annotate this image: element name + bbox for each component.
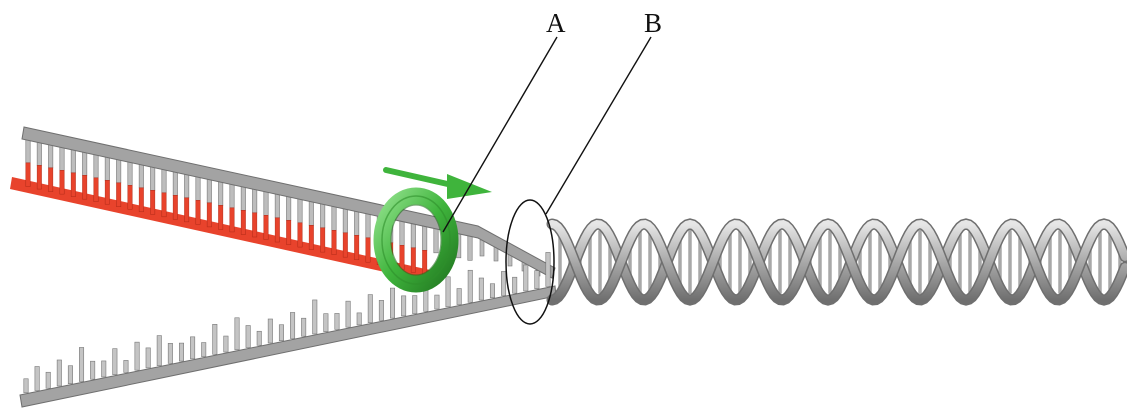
label-b: B	[644, 8, 662, 38]
new-strand-rung	[230, 208, 234, 232]
lower-rung	[35, 367, 39, 391]
lower-strand-rungs	[24, 252, 550, 392]
lower-rung	[435, 295, 439, 309]
lower-rung	[468, 270, 472, 302]
lower-rung	[324, 314, 328, 332]
lower-rung	[401, 296, 405, 316]
lower-rung	[179, 343, 183, 361]
lower-rung	[257, 331, 261, 345]
lower-rung	[535, 271, 539, 289]
label-a-leader	[443, 37, 557, 232]
lower-rung	[457, 289, 461, 305]
new-strand-rung	[48, 168, 52, 192]
lower-strand-backbone	[20, 286, 556, 407]
new-strand-rung	[71, 173, 75, 197]
lower-rung	[224, 336, 228, 352]
lower-rung	[390, 288, 394, 318]
new-strand-rung	[60, 170, 64, 194]
lower-rung	[135, 342, 139, 370]
new-strand-rung	[422, 250, 426, 274]
template-rung	[480, 240, 484, 256]
lower-rung	[124, 360, 128, 372]
new-strand-rung	[37, 165, 41, 189]
new-strand-rung	[128, 185, 132, 209]
lower-rung	[24, 379, 28, 393]
lower-rung	[79, 347, 83, 381]
lower-rung	[68, 366, 72, 384]
new-strand-rung	[264, 215, 268, 239]
lower-rung	[524, 265, 528, 291]
lower-rung	[90, 361, 94, 379]
new-strand-rung	[162, 193, 166, 217]
lower-rung	[46, 372, 50, 388]
new-strand-rung	[343, 233, 347, 257]
lower-rung	[479, 278, 483, 300]
lower-rung	[268, 319, 272, 343]
new-strand-rung	[184, 198, 188, 222]
lower-rung	[246, 326, 250, 348]
lower-rung	[168, 343, 172, 363]
new-strand-rung	[26, 163, 30, 187]
lower-rung	[190, 337, 194, 359]
new-strand-rung	[400, 245, 404, 269]
new-strand-rung	[309, 225, 313, 249]
lower-rung	[157, 336, 161, 366]
lower-rung	[490, 284, 494, 298]
new-strand-rung	[286, 220, 290, 244]
lower-rung	[202, 343, 206, 357]
new-strand-rung	[207, 203, 211, 227]
label-b-leader	[546, 37, 651, 214]
lower-rung	[235, 318, 239, 350]
lower-rung	[313, 300, 317, 334]
new-strand-rung	[275, 218, 279, 242]
lower-rung	[379, 300, 383, 320]
new-strand-rung	[116, 183, 120, 207]
lower-rung	[346, 301, 350, 327]
lower-rung	[102, 361, 106, 377]
new-strand-rung	[82, 175, 86, 199]
lower-rung	[57, 360, 61, 386]
new-strand-rung	[150, 190, 154, 214]
lower-rung	[113, 349, 117, 375]
lower-rung	[146, 348, 150, 368]
new-strand-rung	[298, 223, 302, 247]
new-strand-rung	[252, 213, 256, 237]
new-strand-rung	[320, 228, 324, 252]
double-helix	[552, 224, 1125, 300]
label-a: A	[546, 8, 566, 38]
new-strand-rung	[411, 248, 415, 272]
lower-rung	[301, 318, 305, 336]
lower-rung	[213, 324, 217, 354]
lower-rung	[424, 289, 428, 311]
lower-rung	[446, 277, 450, 307]
new-strand-rung	[354, 235, 358, 259]
new-strand-rung	[94, 178, 98, 202]
lower-rung	[357, 313, 361, 325]
new-strand-rung	[241, 210, 245, 234]
lower-rung	[368, 295, 372, 323]
new-strand-rung	[196, 200, 200, 224]
new-strand-rung	[173, 195, 177, 219]
new-strand-rung	[366, 238, 370, 262]
lower-rung	[512, 277, 516, 293]
lower-rung	[290, 312, 294, 338]
new-strand-rung	[218, 205, 222, 229]
lower-rung	[501, 271, 505, 295]
new-strand-rung	[105, 180, 109, 204]
new-strand-rung	[139, 188, 143, 212]
lower-rung	[413, 296, 417, 314]
lower-rung	[279, 325, 283, 341]
new-strand-rung	[332, 230, 336, 254]
lower-rung	[546, 252, 550, 286]
lower-rung	[335, 313, 339, 329]
